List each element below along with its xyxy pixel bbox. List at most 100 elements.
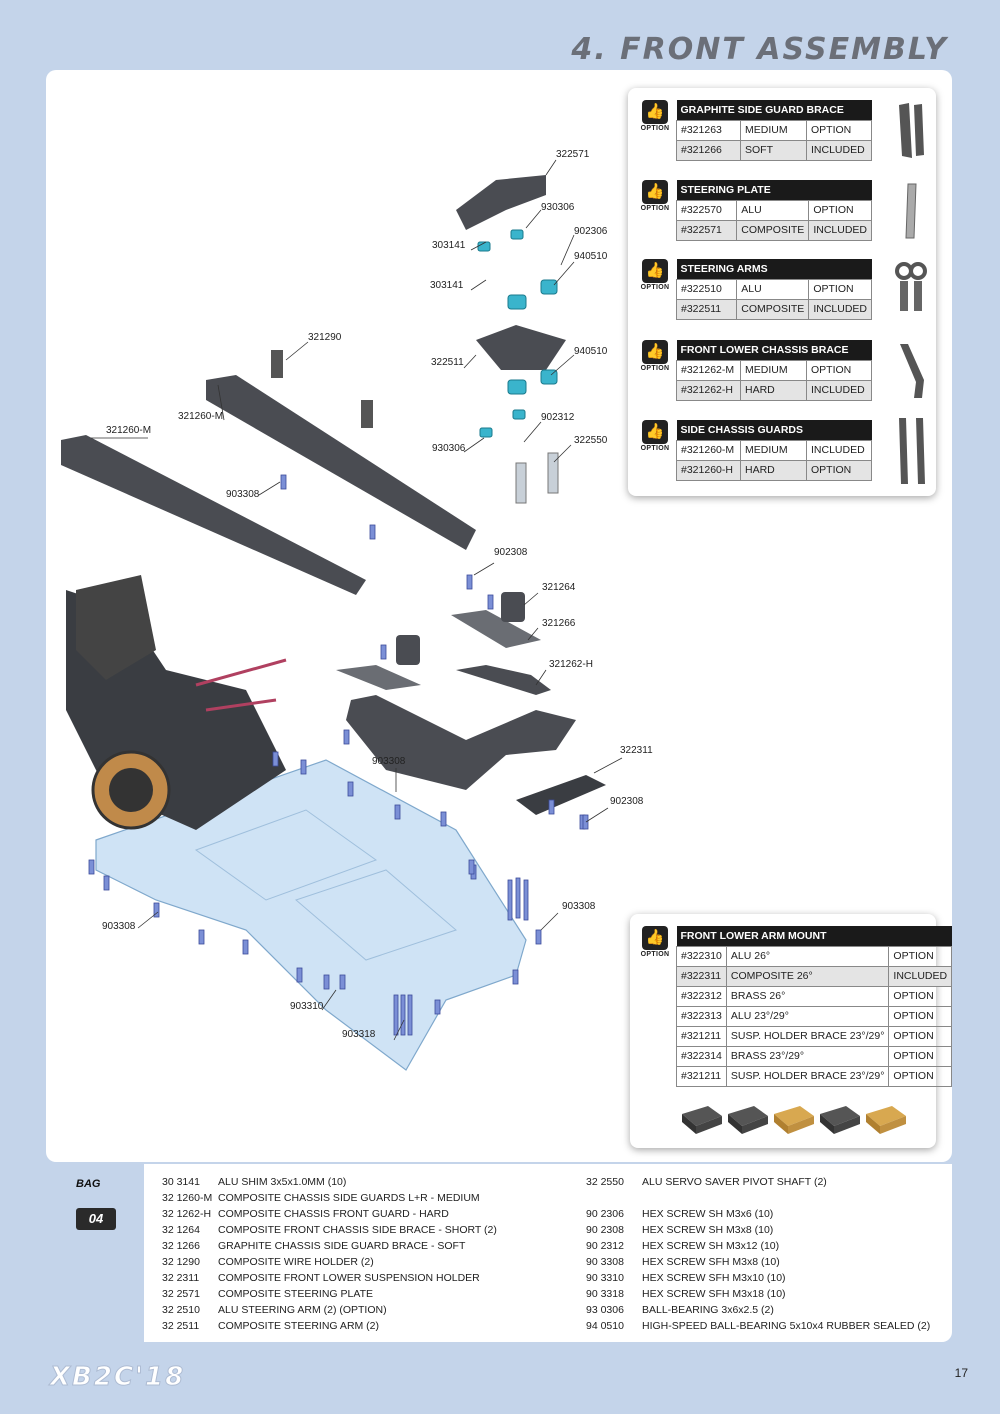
side-guards-image — [899, 418, 925, 484]
part-description — [642, 1190, 645, 1206]
parts-list-row: 90 3310 HEX SCREW SFH M3x10 (10) — [586, 1270, 930, 1286]
part-code: 32 2510 — [162, 1304, 200, 1316]
option-badge: 👍 OPTION — [640, 259, 670, 291]
part-description: COMPOSITE CHASSIS FRONT GUARD - HARD — [218, 1208, 449, 1220]
part-description: HEX SCREW SFH M3x10 (10) — [642, 1272, 786, 1284]
label-930306: 930306 — [541, 202, 575, 213]
part-description: COMPOSITE WIRE HOLDER (2) — [218, 1256, 374, 1268]
side-guard-left — [61, 435, 366, 595]
part-description: ALU SERVO SAVER PIVOT SHAFT (2) — [642, 1176, 827, 1188]
parts-list-row: 32 1266 GRAPHITE CHASSIS SIDE GUARD BRACE… — [162, 1238, 497, 1254]
label-902308: 902308 — [494, 547, 528, 558]
label-322311: 322311 — [620, 745, 653, 756]
label-322550: 322550 — [574, 435, 608, 446]
front-guard — [346, 695, 576, 790]
label-940510: 940510 — [574, 251, 608, 262]
label-940510-b: 940510 — [574, 346, 608, 357]
part-description: GRAPHITE CHASSIS SIDE GUARD BRACE - SOFT — [218, 1240, 466, 1252]
part-code: 32 1260-M — [162, 1192, 213, 1204]
option-badge: 👍 OPTION — [640, 420, 670, 452]
option-badge: 👍 OPTION — [640, 340, 670, 372]
parts-list-row: 32 1260-M COMPOSITE CHASSIS SIDE GUARDS L… — [162, 1190, 497, 1206]
label-321264: 321264 — [542, 582, 576, 593]
part-code — [586, 1190, 642, 1206]
parts-list-row: 32 2311 COMPOSITE FRONT LOWER SUSPENSION … — [162, 1270, 497, 1286]
steering-arms — [476, 325, 566, 370]
label-322511: 322511 — [431, 357, 464, 368]
parts-list-row: 93 0306 BALL-BEARING 3x6x2.5 (2) — [586, 1302, 930, 1318]
part-code: 32 2511 — [162, 1320, 200, 1332]
label-321260-m-left: 321260-M — [106, 425, 152, 436]
part-code: 94 0510 — [586, 1320, 624, 1332]
screws — [88, 474, 589, 1036]
label-903308: 903308 — [226, 489, 260, 500]
label-321262-h: 321262-H — [549, 659, 593, 670]
part-code: 93 0306 — [586, 1304, 624, 1316]
part-description: HEX SCREW SH M3x8 (10) — [642, 1224, 774, 1236]
part-code: 90 3318 — [586, 1288, 624, 1300]
steering-plate — [456, 175, 546, 230]
lower-arm-mount — [516, 775, 606, 815]
part-description: HIGH-SPEED BALL-BEARING 5x10x4 RUBBER SE… — [642, 1320, 931, 1332]
part-code: 90 2306 — [586, 1208, 624, 1220]
label-903310: 903310 — [290, 1001, 324, 1012]
bag-label: BAG — [76, 1178, 101, 1190]
part-code: 32 2311 — [162, 1272, 200, 1284]
part-description: HEX SCREW SFH M3x8 (10) — [642, 1256, 780, 1268]
thumbs-up-icon: 👍 — [642, 259, 668, 283]
shock-tower — [76, 575, 156, 680]
part-code: 90 2312 — [586, 1240, 624, 1252]
part-description: COMPOSITE FRONT LOWER SUSPENSION HOLDER — [218, 1272, 480, 1284]
part-code: 90 2308 — [586, 1224, 624, 1236]
part-code: 90 3310 — [586, 1272, 624, 1284]
exploded-diagram — [61, 159, 623, 1071]
label-902306: 902306 — [574, 226, 608, 237]
thumbs-up-icon: 👍 — [642, 420, 668, 444]
thumbs-up-icon: 👍 — [642, 926, 668, 950]
part-code: 32 1264 — [162, 1224, 200, 1236]
part-description: ALU SHIM 3x5x1.0MM (10) — [218, 1176, 347, 1188]
thumbs-up-icon: 👍 — [642, 100, 668, 124]
label-903318: 903318 — [342, 1029, 376, 1040]
label-322571: 322571 — [556, 149, 590, 160]
part-description: COMPOSITE CHASSIS SIDE GUARDS L+R - MEDI… — [218, 1192, 480, 1204]
label-321290: 321290 — [308, 332, 342, 343]
part-code: 32 2550 — [586, 1176, 624, 1188]
parts-list-row — [586, 1190, 930, 1206]
page-number: 17 — [954, 1366, 968, 1380]
option-badge: 👍 OPTION — [640, 180, 670, 212]
option-badge: 👍 OPTION — [640, 100, 670, 132]
part-code: 90 3308 — [586, 1256, 624, 1268]
parts-list-row: 90 3308 HEX SCREW SFH M3x8 (10) — [586, 1254, 930, 1270]
label-321266: 321266 — [542, 618, 576, 629]
parts-list-panel: BAG 04 30 3141 ALU SHIM 3x5x1.0MM (10) 32 … — [46, 1164, 952, 1342]
part-code: 32 1266 — [162, 1240, 200, 1252]
steering-arms-image — [895, 262, 927, 311]
label-902312: 902312 — [541, 412, 575, 423]
parts-list-row: 90 2308 HEX SCREW SH M3x8 (10) — [586, 1222, 930, 1238]
label-303141: 303141 — [432, 240, 466, 251]
bag-column: BAG 04 — [46, 1164, 144, 1342]
parts-list-row: 32 2510 ALU STEERING ARM (2) (OPTION) — [162, 1302, 497, 1318]
part-description: BALL-BEARING 3x6x2.5 (2) — [642, 1304, 774, 1316]
side-guard-brace-image — [899, 103, 924, 158]
part-description: COMPOSITE STEERING PLATE — [218, 1288, 373, 1300]
label-303141-b: 303141 — [430, 280, 464, 291]
label-930306-b: 930306 — [432, 443, 466, 454]
part-description: ALU STEERING ARM (2) (OPTION) — [218, 1304, 387, 1316]
steering-plate-image — [905, 183, 917, 239]
part-code: 30 3141 — [162, 1176, 200, 1188]
arm-mount-images — [682, 1106, 906, 1134]
parts-list-row: 94 0510 HIGH-SPEED BALL-BEARING 5x10x4 RU… — [586, 1318, 930, 1334]
